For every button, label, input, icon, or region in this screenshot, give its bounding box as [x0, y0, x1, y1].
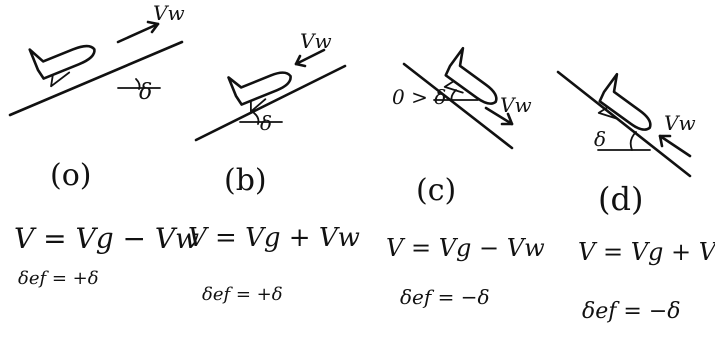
panel-d-delta-eq: δef = −δ: [582, 299, 681, 324]
panel-b-slope-line: [194, 64, 347, 142]
panel-b: Vw δ (b) V = Vg + Vw δef = +δ: [188, 29, 360, 305]
panel-c-label: (c): [416, 173, 456, 208]
panel-c-slope-line: [402, 62, 514, 150]
panel-b-label: (b): [224, 163, 267, 198]
panel-b-wind-arrow: [294, 48, 326, 68]
panel-a-wind-arrow: [116, 20, 160, 44]
panel-a-slope-line: [8, 40, 184, 117]
panel-a: Vw δ (o) V = Vg − Vw δef = +δ: [8, 1, 199, 289]
panel-d-angle-arc: [629, 131, 637, 151]
panel-b-angle-label: δ: [260, 111, 272, 135]
panel-d-aircraft-icon: [597, 72, 652, 131]
panel-a-label: (o): [50, 158, 91, 193]
panel-c-velocity-eq: V = Vg − Vw: [386, 234, 545, 262]
panel-d-slope-line: [556, 70, 692, 178]
panel-d-velocity-eq: V = Vg + Vw: [578, 238, 715, 266]
panel-a-aircraft-icon: [28, 44, 96, 88]
panel-d-wind-label: Vw: [664, 111, 696, 135]
panel-a-angle-arc: [135, 78, 141, 90]
panel-b-aircraft-icon: [227, 71, 292, 113]
panel-a-angle-label: δ: [139, 80, 152, 105]
panel-b-angle-arc: [253, 112, 260, 125]
panel-a-delta-eq: δef = +δ: [18, 268, 99, 289]
panel-c: Vw 0 > δ (c) V = Vg − Vw δef = −δ: [386, 46, 545, 309]
panel-d-label: (d): [598, 180, 643, 218]
panel-c-angle-label: 0 > δ: [392, 85, 446, 109]
panel-b-velocity-eq: V = Vg + Vw: [188, 223, 360, 253]
panel-d-angle-label: δ: [594, 127, 606, 151]
panel-a-velocity-eq: V = Vg − Vw: [14, 222, 199, 255]
panel-b-delta-eq: δef = +δ: [202, 284, 283, 305]
panel-d: Vw δ (d) V = Vg + Vw δef = −δ: [556, 70, 715, 324]
panel-c-wind-arrow: [484, 106, 514, 126]
panel-c-delta-eq: δef = −δ: [400, 285, 490, 309]
panel-c-aircraft-icon: [443, 46, 498, 105]
panel-a-wind-label: Vw: [153, 1, 185, 25]
panel-d-wind-arrow: [658, 134, 692, 158]
panel-b-wind-label: Vw: [300, 29, 332, 53]
panel-c-wind-label: Vw: [500, 93, 532, 117]
